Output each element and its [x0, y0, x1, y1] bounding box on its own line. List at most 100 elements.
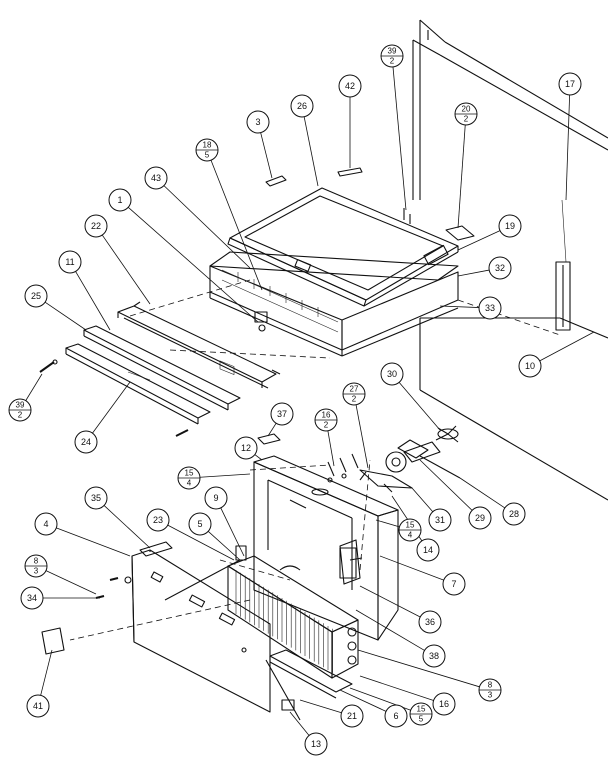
plug-41	[41, 627, 65, 655]
callout-number: 13	[311, 739, 321, 749]
callout-circle	[558, 72, 582, 96]
callout-quantity: 2	[324, 421, 329, 430]
leader-line-32	[457, 269, 490, 277]
front-access-panel	[131, 541, 271, 713]
drain-tray	[265, 649, 353, 721]
callout-5: 5	[188, 512, 212, 536]
callout-number: 8	[34, 557, 39, 566]
callout-quantity: 3	[488, 691, 493, 700]
callout-number: 28	[509, 509, 519, 519]
callout-number: 42	[345, 81, 355, 91]
callout-number: 39	[388, 47, 397, 56]
callout-11: 11	[58, 250, 82, 274]
callout-quantity: 2	[18, 411, 23, 420]
callout-41: 41	[26, 694, 50, 718]
leader-line-31	[411, 487, 434, 512]
callout-15-5: 155	[409, 702, 433, 726]
callout-30: 30	[380, 362, 404, 386]
callout-23: 23	[146, 508, 170, 532]
callout-number: 23	[153, 515, 163, 525]
leader-line-13	[289, 711, 310, 736]
leader-line-23	[167, 524, 235, 561]
leader-line-30	[398, 382, 441, 431]
callout-10: 10	[518, 354, 542, 378]
callout-number: 15	[406, 521, 415, 530]
front-rails	[65, 301, 281, 425]
callout-quantity: 5	[205, 151, 210, 160]
leader-line-4	[56, 527, 131, 557]
callout-circle	[188, 512, 212, 536]
leader-line-29	[419, 459, 473, 511]
callout-quantity: 5	[419, 715, 424, 724]
evaporator-coil	[227, 545, 359, 679]
callout-number: 12	[241, 443, 251, 453]
callout-circle	[146, 508, 170, 532]
leader-line-27	[355, 404, 369, 469]
callout-number: 7	[451, 579, 456, 589]
callout-circle	[204, 486, 228, 510]
callout-number: 24	[81, 437, 91, 447]
callout-22: 22	[84, 214, 108, 238]
callout-39-2: 392	[380, 44, 404, 68]
leader-line-35	[103, 505, 151, 549]
callout-35: 35	[84, 486, 108, 510]
callout-number: 10	[525, 361, 535, 371]
leader-line-1	[127, 206, 259, 323]
callout-circle	[502, 502, 526, 526]
callout-circle	[270, 402, 294, 426]
callout-14: 14	[416, 538, 440, 562]
callout-number: 35	[91, 493, 101, 503]
cabinet-outline	[412, 19, 608, 501]
callout-number: 31	[435, 515, 445, 525]
callout-number: 3	[255, 117, 260, 127]
leader-line-33	[439, 305, 480, 308]
callout-20-2: 202	[454, 102, 478, 126]
callout-33: 33	[478, 296, 502, 320]
callout-31: 31	[428, 508, 452, 532]
small-parts-top	[265, 167, 475, 241]
leader-line-16	[327, 430, 335, 467]
bracket-36	[339, 539, 363, 585]
callout-number: 9	[213, 493, 218, 503]
callout-number: 15	[417, 705, 426, 714]
callout-number: 18	[203, 141, 212, 150]
callout-quantity: 4	[187, 479, 192, 488]
leader-line-12	[254, 454, 263, 461]
callout-circle	[478, 296, 502, 320]
evaporator-bracket	[253, 455, 399, 641]
callout-3: 3	[246, 110, 270, 134]
callout-circle	[246, 110, 270, 134]
callout-number: 36	[425, 617, 435, 627]
leader-line-20	[457, 124, 466, 229]
leader-line-8	[45, 570, 97, 595]
leader-line-16	[359, 675, 434, 701]
callout-number: 1	[117, 195, 122, 205]
callout-number: 6	[393, 711, 398, 721]
callout-circle	[488, 256, 512, 280]
leader-line-15	[199, 473, 251, 478]
callout-number: 14	[423, 545, 433, 555]
callout-circle	[416, 538, 440, 562]
callout-38: 38	[422, 644, 446, 668]
callout-circle	[340, 704, 364, 728]
callout-4: 4	[34, 512, 58, 536]
callout-number: 43	[151, 173, 161, 183]
callout-circle	[20, 586, 44, 610]
callout-quantity: 2	[464, 115, 469, 124]
callout-28: 28	[502, 502, 526, 526]
callout-27-2: 272	[342, 382, 366, 406]
callout-number: 15	[185, 469, 194, 478]
callout-16: 16	[432, 692, 456, 716]
callout-quantity: 2	[390, 57, 395, 66]
leader-line-24	[92, 381, 131, 434]
callout-34: 34	[20, 586, 44, 610]
callout-number: 22	[91, 221, 101, 231]
callout-7: 7	[442, 572, 466, 596]
leader-line-11	[75, 271, 111, 331]
callout-quantity: 4	[408, 531, 413, 540]
callout-circle	[432, 692, 456, 716]
leader-line-8	[357, 649, 480, 688]
small-cover-37	[257, 433, 281, 445]
